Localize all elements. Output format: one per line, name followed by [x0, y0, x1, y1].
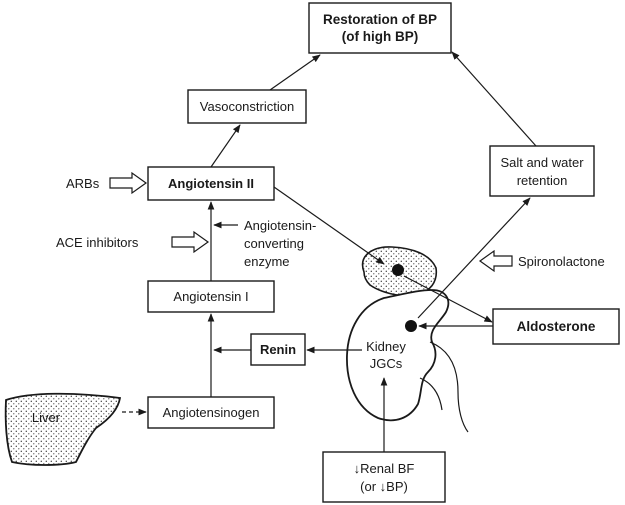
kidney-label-line1: Kidney — [366, 339, 406, 354]
arbs-label: ARBs — [66, 176, 100, 191]
arrow-kidney-saltwater — [417, 197, 531, 319]
jgc-dot — [405, 320, 417, 332]
renal-bf-line2: (or ↓BP) — [360, 479, 408, 494]
angiotensin-i-label: Angiotensin I — [173, 289, 248, 304]
renin-label: Renin — [260, 342, 296, 357]
drug-arrows — [109, 171, 513, 273]
arrow-adrenal-aldosterone — [403, 275, 493, 323]
arrow-angiotensin-ii-adrenal — [273, 186, 385, 265]
restoration-box: Restoration of BP (of high BP) — [308, 2, 452, 54]
arrow-saltwater-restoration — [451, 51, 537, 147]
salt-water-box: Salt and water retention — [489, 145, 595, 197]
vasoconstriction-box: Vasoconstriction — [187, 89, 307, 124]
ace-enzyme-line1: Angiotensin- — [244, 218, 316, 233]
angiotensin-i-box: Angiotensin I — [147, 280, 275, 313]
angiotensin-ii-label: Angiotensin II — [168, 176, 254, 191]
renal-bf-line1: ↓Renal BF — [354, 461, 415, 476]
adrenal-dot — [392, 264, 404, 276]
angiotensinogen-box: Angiotensinogen — [147, 396, 275, 429]
liver-label: Liver — [32, 410, 61, 425]
ace-inhibitors-label: ACE inhibitors — [56, 235, 139, 250]
salt-water-line2: retention — [517, 173, 568, 188]
vasoconstriction-label: Vasoconstriction — [200, 99, 294, 114]
restoration-line1: Restoration of BP — [323, 12, 437, 27]
restoration-line2: (of high BP) — [342, 29, 418, 44]
renin-box: Renin — [250, 333, 306, 366]
kidney-label-line2: JGCs — [370, 356, 403, 371]
arrow-angiotensin-ii-vasoconstriction — [210, 124, 241, 168]
liver-shape: Liver — [4, 392, 122, 466]
arrows — [122, 51, 537, 452]
angiotensinogen-label: Angiotensinogen — [163, 405, 260, 420]
spironolactone-hollow-arrow — [478, 249, 513, 273]
ace-enzyme-line3: enzyme — [244, 254, 290, 269]
angiotensin-ii-box: Angiotensin II — [147, 166, 275, 201]
ace-enzyme-line2: converting — [244, 236, 304, 251]
kidney-shape: Kidney JGCs — [346, 246, 469, 433]
aldosterone-box: Aldosterone — [492, 308, 620, 345]
arbs-hollow-arrow — [109, 171, 148, 195]
renal-bf-box: ↓Renal BF (or ↓BP) — [322, 451, 446, 503]
arrow-vasoconstriction-restoration — [269, 54, 321, 91]
aldosterone-label: Aldosterone — [517, 319, 596, 334]
ace-inhibitors-hollow-arrow — [171, 230, 210, 254]
salt-water-line1: Salt and water — [500, 155, 584, 170]
spironolactone-label: Spironolactone — [518, 254, 605, 269]
